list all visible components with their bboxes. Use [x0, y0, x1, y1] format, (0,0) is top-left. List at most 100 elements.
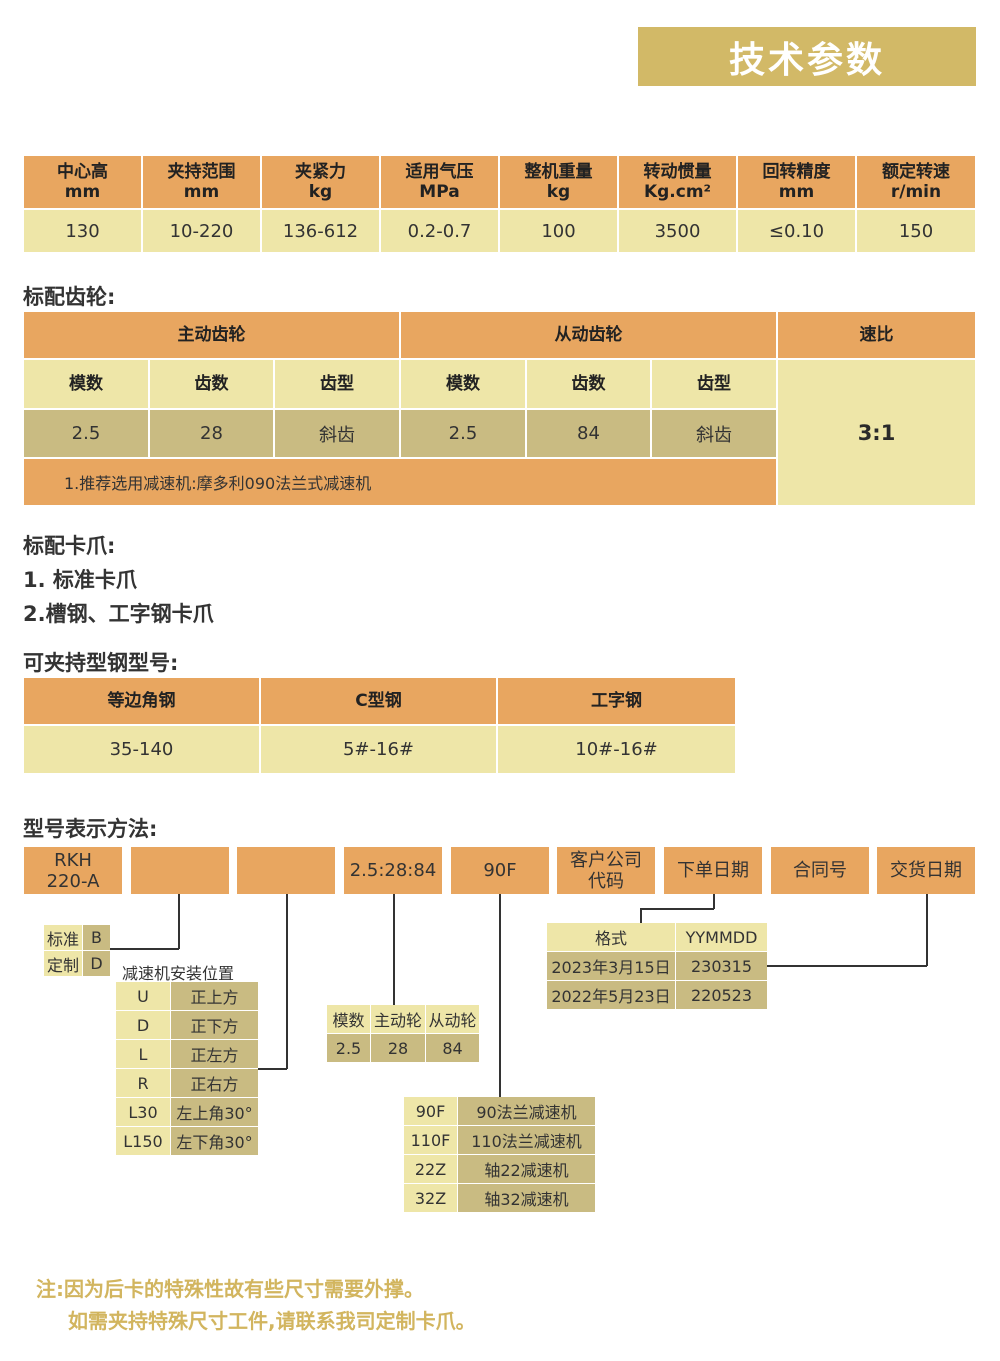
- connector-line: [286, 894, 288, 1069]
- model-box-standard: [131, 847, 229, 894]
- connector-line: [640, 908, 714, 910]
- spec-header-label: 整机重量: [524, 162, 593, 182]
- spec-header-unit: Kg.cm²: [643, 182, 712, 202]
- drive-gear-header: 主动齿轮: [24, 312, 399, 358]
- connector-line: [767, 965, 927, 967]
- spec-header-label: 额定转速: [882, 162, 950, 182]
- spec-value: 0.2-0.7: [381, 210, 498, 252]
- gear-mini-header: 从动轮: [426, 1005, 479, 1033]
- connector-line: [110, 948, 179, 950]
- gear-subheader: 齿型: [275, 360, 399, 408]
- gear-subheader: 模数: [401, 360, 525, 408]
- steel-section-title: 可夹持型钢型号:: [23, 651, 179, 675]
- connector-line: [178, 894, 180, 949]
- mount-code: R: [116, 1069, 170, 1097]
- model-box-line: 2.5:28:84: [349, 860, 437, 881]
- ratio-header: 速比: [778, 312, 975, 358]
- model-box-line: 合同号: [793, 860, 847, 881]
- model-box-line: 代码: [588, 870, 624, 892]
- gear-mini-value: 84: [426, 1034, 479, 1062]
- gear-mini-value: 28: [371, 1034, 425, 1062]
- claw-section-title: 标配卡爪:: [23, 534, 116, 558]
- connector-line: [499, 894, 501, 1097]
- gear-value: 2.5: [24, 410, 148, 457]
- gear-section-title: 标配齿轮:: [23, 285, 116, 309]
- date-example: 2023年3月15日: [547, 952, 675, 980]
- mount-desc: 正左方: [171, 1040, 258, 1068]
- connector-line: [713, 894, 715, 909]
- steel-header: 等边角钢: [24, 678, 259, 724]
- mount-desc: 正下方: [171, 1011, 258, 1039]
- model-box-mount: [237, 847, 335, 894]
- spec-header-label: 夹持范围: [167, 162, 236, 182]
- gear-value: 28: [150, 410, 273, 457]
- reducer-code: 32Z: [404, 1184, 457, 1212]
- steel-value: 35-140: [24, 726, 259, 773]
- spec-header-unit: kg: [308, 182, 333, 202]
- custom-label: 定制: [44, 951, 82, 976]
- model-box-line: 下单日期: [677, 860, 749, 881]
- model-box-line: 220-A: [46, 870, 100, 892]
- standard-label: 标准: [44, 925, 82, 950]
- mount-desc: 正上方: [171, 982, 258, 1010]
- standard-code: B: [83, 925, 110, 950]
- spec-header-unit: kg: [546, 182, 571, 202]
- reducer-code: 110F: [404, 1126, 457, 1154]
- spec-value: 136-612: [262, 210, 379, 252]
- spec-header-label: 回转精度: [762, 162, 831, 182]
- gear-mini-header: 模数: [327, 1005, 370, 1033]
- mount-code: L30: [116, 1098, 170, 1126]
- spec-header-label: 夹紧力: [295, 162, 346, 182]
- date-example-code: 220523: [676, 981, 767, 1009]
- gear-value: 斜齿: [652, 410, 776, 457]
- claw-item: 2.槽钢、工字钢卡爪: [23, 602, 214, 626]
- connector-line: [393, 894, 395, 1005]
- mount-table-title: 减速机安装位置: [122, 964, 235, 983]
- date-example: 2022年5月23日: [547, 981, 675, 1009]
- model-box-customer: 客户公司代码: [557, 847, 655, 894]
- ratio-value: 3:1: [778, 360, 975, 505]
- connector-line: [258, 1068, 287, 1070]
- model-box-contract: 合同号: [771, 847, 869, 894]
- model-box-delivery-date: 交货日期: [877, 847, 975, 894]
- date-format-value: YYMMDD: [676, 923, 767, 951]
- mount-code: L150: [116, 1127, 170, 1155]
- claw-item: 1. 标准卡爪: [23, 568, 137, 592]
- steel-value: 5#-16#: [261, 726, 496, 773]
- gear-subheader: 齿型: [652, 360, 776, 408]
- spec-header-unit: mm: [64, 182, 101, 202]
- connector-line: [640, 908, 642, 923]
- gear-value: 斜齿: [275, 410, 399, 457]
- connector-line: [926, 894, 928, 966]
- spec-header-label: 适用气压: [405, 162, 474, 182]
- spec-value: ≤0.10: [738, 210, 855, 252]
- spec-header-unit: mm: [183, 182, 220, 202]
- gear-value: 84: [527, 410, 650, 457]
- gear-subheader: 模数: [24, 360, 148, 408]
- spec-value: 10-220: [143, 210, 260, 252]
- date-format-label: 格式: [547, 923, 675, 951]
- model-box-line: 客户公司: [570, 849, 642, 871]
- mount-desc: 正右方: [171, 1069, 258, 1097]
- gear-subheader: 齿数: [150, 360, 273, 408]
- reducer-code: 22Z: [404, 1155, 457, 1183]
- reducer-desc: 90法兰减速机: [458, 1097, 595, 1125]
- gear-mini-value: 2.5: [327, 1034, 370, 1062]
- gear-mini-header: 主动轮: [371, 1005, 425, 1033]
- mount-code: D: [116, 1011, 170, 1039]
- reducer-code: 90F: [404, 1097, 457, 1125]
- gear-subheader: 齿数: [527, 360, 650, 408]
- reducer-desc: 轴32减速机: [458, 1184, 595, 1212]
- spec-header-label: 转动惯量: [643, 162, 712, 182]
- driven-gear-header: 从动齿轮: [401, 312, 776, 358]
- model-box-reducer: 90F: [451, 847, 549, 894]
- gear-note: 1.推荐选用减速机:摩多利090法兰式减速机: [24, 459, 776, 505]
